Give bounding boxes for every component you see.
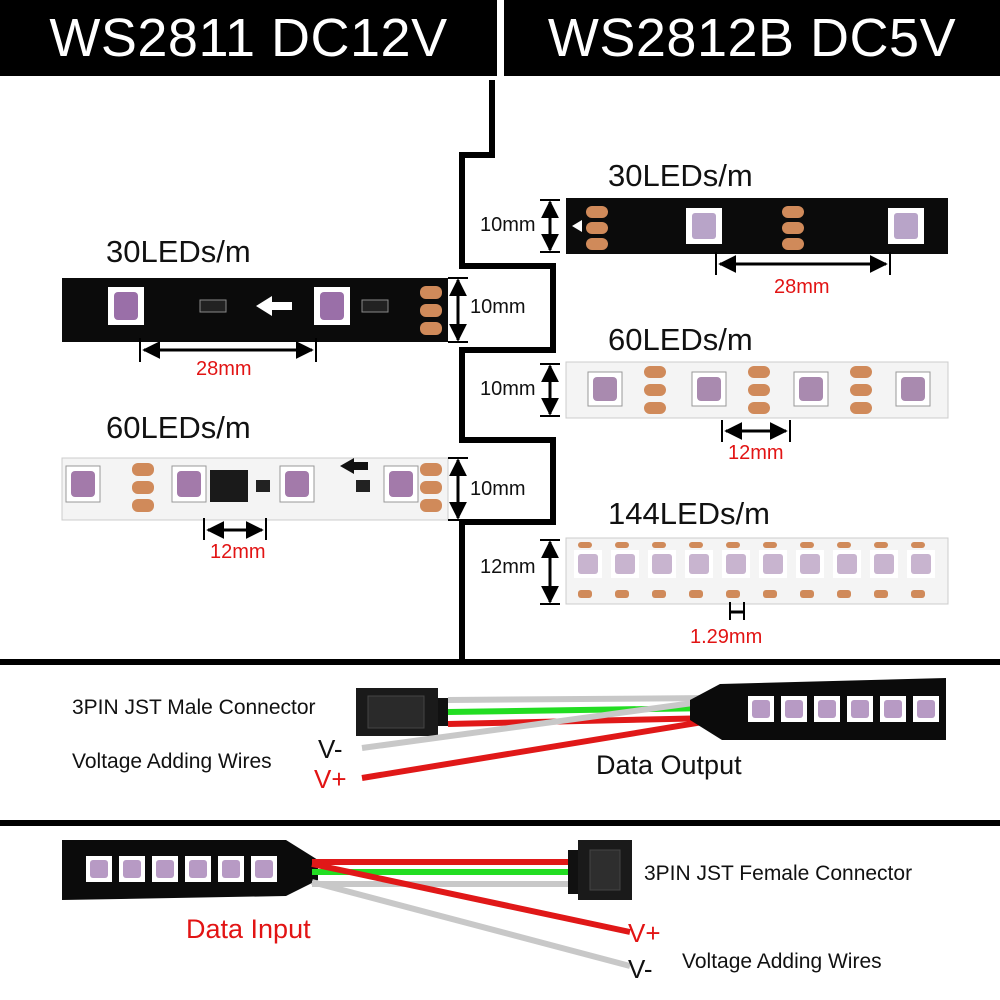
led-lens <box>800 554 820 574</box>
ws2812b-144-width: 12mm <box>480 556 536 578</box>
solder-pad <box>800 542 814 548</box>
header-ws2812b: WS2812B DC5V <box>504 0 1000 76</box>
solder-pad <box>837 590 851 598</box>
led-lens <box>255 860 273 878</box>
ws2811-30-density: 30LEDs/m <box>106 234 251 269</box>
solder-pad <box>911 590 925 598</box>
column-divider <box>459 80 556 660</box>
ws2812b-144-pitch: 1.29mm <box>690 626 763 648</box>
data-output-label: Data Output <box>596 750 742 780</box>
ws2811-30-strip <box>62 278 448 342</box>
led-lens <box>917 700 935 718</box>
solder-pad <box>652 542 666 548</box>
led-lens <box>90 860 108 878</box>
solder-pad <box>874 590 888 598</box>
ws2812b-60-strip <box>565 361 949 419</box>
solder-pad <box>726 590 740 598</box>
solder-pad <box>911 542 925 548</box>
led-lens <box>123 860 141 878</box>
led-lens <box>752 700 770 718</box>
ws2812b-30-density: 30LEDs/m <box>608 158 753 193</box>
led-lens <box>689 554 709 574</box>
output-vplus-label: V+ <box>314 764 347 794</box>
ws2812b-30-width: 10mm <box>480 214 536 236</box>
female-connector-label: 3PIN JST Female Connector <box>644 862 913 885</box>
solder-pad <box>726 542 740 548</box>
led-lens <box>874 554 894 574</box>
output-wire-white <box>447 695 716 703</box>
ws2811-60-strip <box>61 457 449 521</box>
led-lens <box>818 700 836 718</box>
solder-pad <box>763 590 777 598</box>
data-input-label: Data Input <box>186 914 311 944</box>
led-lens <box>911 554 931 574</box>
ws2811-60-pitch: 12mm <box>210 541 266 563</box>
ws2812b-144-density: 144LEDs/m <box>608 496 770 531</box>
solder-pad <box>837 542 851 548</box>
ws2811-30-pitch: 28mm <box>196 358 252 380</box>
solder-pad <box>578 542 592 548</box>
ws2812b-60-pitch: 12mm <box>728 442 784 464</box>
led-lens <box>189 860 207 878</box>
male-connector <box>356 688 448 736</box>
led-lens <box>837 554 857 574</box>
solder-pad <box>689 590 703 598</box>
solder-pad <box>615 590 629 598</box>
ws2811-60-density: 60LEDs/m <box>106 410 251 445</box>
ws2812b-30-strip <box>566 198 948 254</box>
output-vminus-wire <box>361 697 716 751</box>
solder-pad <box>763 542 777 548</box>
solder-pad <box>689 542 703 548</box>
output-vminus-label: V- <box>318 734 343 764</box>
input-vplus-label: V+ <box>628 918 661 948</box>
ws2811-30-width: 10mm <box>470 296 526 318</box>
led-lens <box>652 554 672 574</box>
input-vminus-wire <box>311 879 631 969</box>
led-lens <box>222 860 240 878</box>
output-strip <box>690 678 946 740</box>
input-vplus-wire <box>311 861 631 935</box>
led-lens <box>615 554 635 574</box>
led-lens <box>763 554 783 574</box>
solder-pad <box>874 542 888 548</box>
output-wire-green <box>447 705 716 715</box>
led-lens <box>156 860 174 878</box>
solder-pad <box>652 590 666 598</box>
solder-pad <box>615 542 629 548</box>
led-lens <box>851 700 869 718</box>
male-connector-label: 3PIN JST Male Connector <box>72 696 316 719</box>
input-strip <box>62 840 318 900</box>
header-ws2811: WS2811 DC12V <box>0 0 497 76</box>
ws2812b-144-strip <box>565 537 949 605</box>
led-lens <box>884 700 902 718</box>
female-connector <box>568 840 632 900</box>
led-lens <box>726 554 746 574</box>
led-lens <box>785 700 803 718</box>
input-voltage-wires-label: Voltage Adding Wires <box>682 950 882 973</box>
led-lens <box>578 554 598 574</box>
ws2812b-30-pitch: 28mm <box>774 276 830 298</box>
output-vplus-wire <box>361 717 716 781</box>
solder-pad <box>578 590 592 598</box>
output-voltage-wires-label: Voltage Adding Wires <box>72 750 272 773</box>
ws2812b-60-density: 60LEDs/m <box>608 322 753 357</box>
ws2812b-60-width: 10mm <box>480 378 536 400</box>
ws2811-60-width: 10mm <box>470 478 526 500</box>
solder-pad <box>800 590 814 598</box>
input-vminus-label: V- <box>628 954 653 984</box>
